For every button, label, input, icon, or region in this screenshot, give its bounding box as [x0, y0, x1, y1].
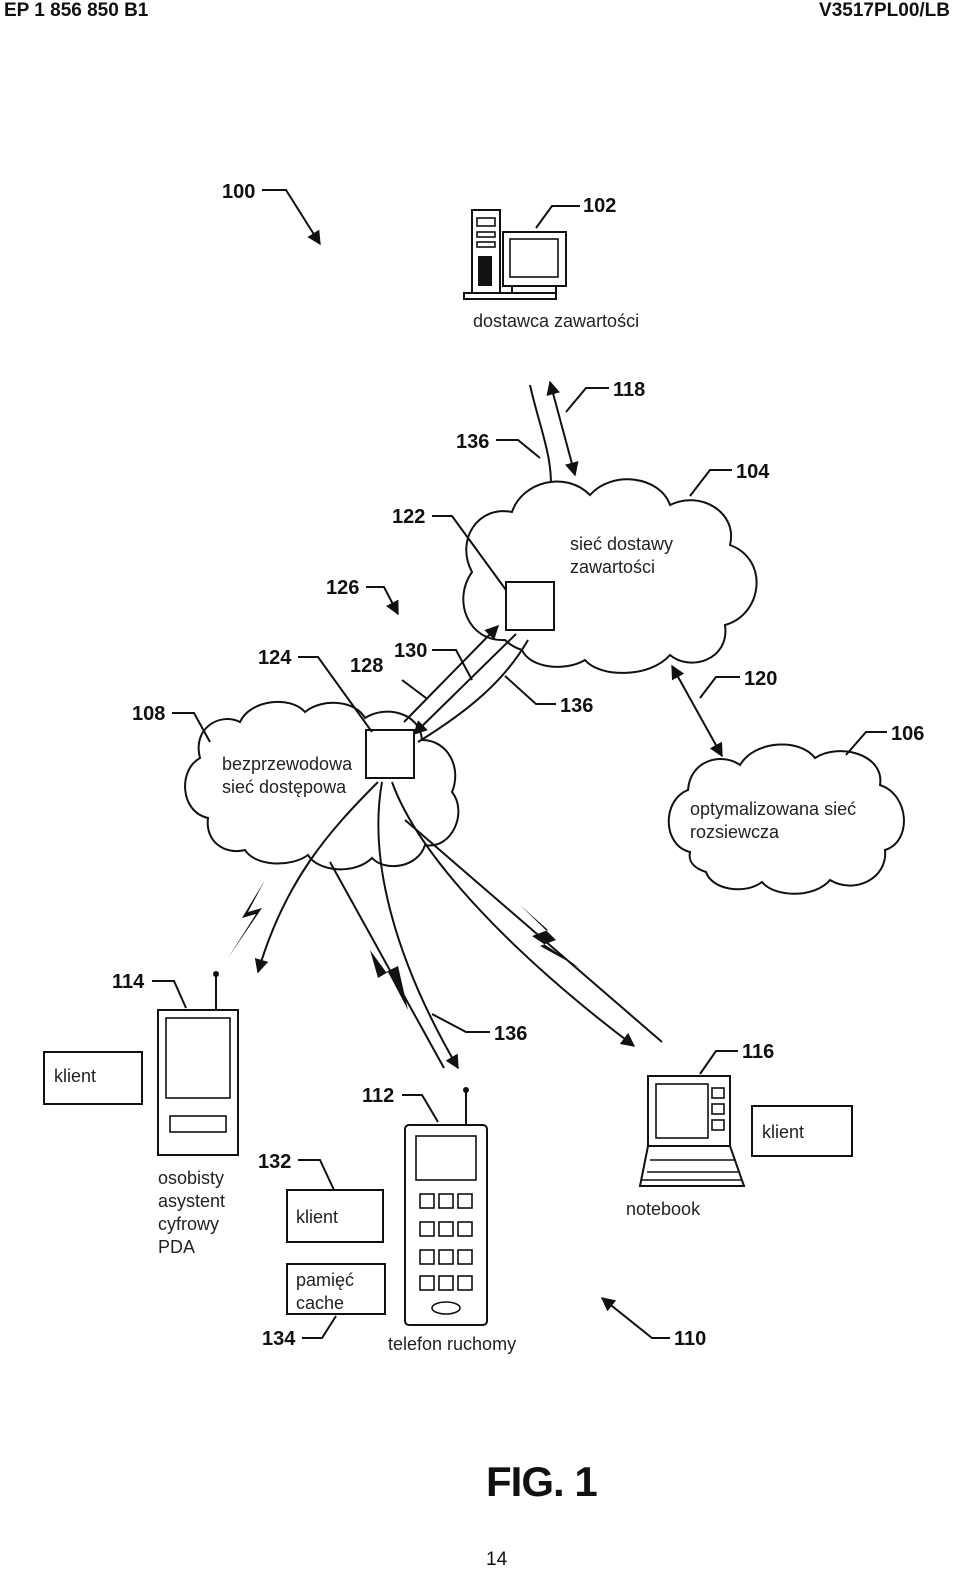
- ref-100-arrow: [262, 189, 321, 246]
- ref-100: 100: [222, 181, 255, 203]
- ref-136-mid: 136: [560, 695, 593, 717]
- ref-120: 120: [744, 668, 777, 690]
- ref-122: 122: [392, 506, 425, 528]
- ref-136-top-leader: [496, 439, 541, 459]
- ref-126: 126: [326, 577, 359, 599]
- ref-124: 124: [258, 647, 292, 669]
- ref-116-leader: [699, 1050, 738, 1075]
- ref-102: 102: [583, 195, 616, 217]
- pda-label-line1: osobisty: [158, 1168, 224, 1188]
- link-cdn-to-access: [413, 633, 517, 735]
- ref-134: 134: [262, 1328, 296, 1350]
- ref-102-leader: [535, 205, 580, 229]
- cdn-label-line1: sieć dostawy: [570, 534, 673, 554]
- link-to-pda: [254, 781, 379, 974]
- ref-132: 132: [258, 1151, 291, 1173]
- ref-114-leader: [152, 980, 187, 1009]
- pda-client-label: klient: [54, 1066, 96, 1086]
- cache-label-line1: pamięć: [296, 1270, 354, 1290]
- mobile-phone-icon: [404, 1087, 488, 1326]
- notebook-icon: [638, 1075, 746, 1187]
- notebook-label: notebook: [626, 1199, 701, 1219]
- ref-118-leader: [565, 387, 609, 413]
- ref-122-leader: [432, 515, 507, 591]
- phone-label: telefon ruchomy: [388, 1334, 516, 1354]
- link-120: [671, 664, 723, 758]
- cache-memory-box: [286, 1263, 386, 1315]
- lightning-bolt-icon: [228, 880, 265, 958]
- wireless-label-line2: sieć dostępowa: [222, 777, 347, 797]
- flow-136-phone: [329, 861, 445, 1069]
- phone-client-label: klient: [296, 1207, 338, 1227]
- ref-136-bottom: 136: [494, 1023, 527, 1045]
- access-node-124: [365, 729, 415, 779]
- cdn-label-line2: zawartości: [570, 557, 655, 577]
- pda-icon: [157, 971, 239, 1156]
- figure-label: FIG. 1: [486, 1458, 598, 1505]
- ref-106: 106: [891, 723, 924, 745]
- ref-132-leader: [298, 1159, 335, 1191]
- ref-126-arrow: [366, 586, 399, 616]
- ref-136-bottom-leader: [431, 1013, 490, 1033]
- ref-124-leader: [298, 656, 373, 733]
- ref-136-top: 136: [456, 431, 489, 453]
- ref-130: 130: [394, 640, 427, 662]
- ref-128-leader: [401, 679, 427, 699]
- content-provider-label: dostawca zawartości: [473, 311, 639, 331]
- notebook-client-box: [751, 1105, 853, 1157]
- pda-label-line2: asystent: [158, 1191, 225, 1211]
- ref-114: 114: [112, 971, 145, 993]
- pda-label-line4: PDA: [158, 1237, 195, 1257]
- cdn-node-122: [505, 581, 555, 631]
- ref-112: 112: [362, 1085, 394, 1107]
- ref-110: 110: [674, 1328, 706, 1350]
- link-to-phone: [377, 781, 459, 1070]
- link-to-notebook: [391, 781, 636, 1047]
- page-number: 14: [486, 1549, 508, 1570]
- ref-130-leader: [432, 649, 473, 681]
- phone-client-box: [286, 1189, 384, 1243]
- desktop-computer-icon: [463, 209, 567, 300]
- optimized-overlay-network-cloud: [667, 743, 905, 895]
- pda-label-line3: cyfrowy: [158, 1214, 219, 1234]
- ref-110-arrow: [600, 1297, 670, 1339]
- ref-120-leader: [699, 676, 740, 699]
- ref-104: 104: [736, 461, 770, 483]
- ref-108: 108: [132, 703, 165, 725]
- ref-104-leader: [689, 469, 732, 497]
- pda-client-box: [43, 1051, 143, 1105]
- ref-136-mid-leader: [504, 675, 556, 705]
- cache-label-line2: cache: [296, 1293, 344, 1313]
- overlay-label-line1: optymalizowana sieć: [690, 799, 856, 819]
- header-right: V3517PL00/LB: [819, 0, 950, 21]
- overlay-label-line2: rozsiewcza: [690, 822, 780, 842]
- link-access-to-cdn: [403, 624, 499, 723]
- ref-118: 118: [613, 379, 645, 401]
- ref-116: 116: [742, 1041, 774, 1063]
- wireless-label-line1: bezprzewodowa: [222, 754, 353, 774]
- arrow-118: [546, 380, 579, 477]
- notebook-client-label: klient: [762, 1122, 804, 1142]
- header-left: EP 1 856 850 B1: [4, 0, 149, 21]
- flow-136-mid: [417, 639, 529, 743]
- lightning-bolt-icon: [520, 905, 580, 968]
- flow-notebook: [404, 819, 663, 1043]
- lightning-bolt-icon: [370, 950, 408, 1010]
- ref-112-leader: [402, 1094, 439, 1123]
- ref-108-leader: [172, 712, 211, 743]
- ref-128: 128: [350, 655, 383, 677]
- ref-106-leader: [845, 731, 887, 756]
- ref-134-leader: [302, 1315, 337, 1339]
